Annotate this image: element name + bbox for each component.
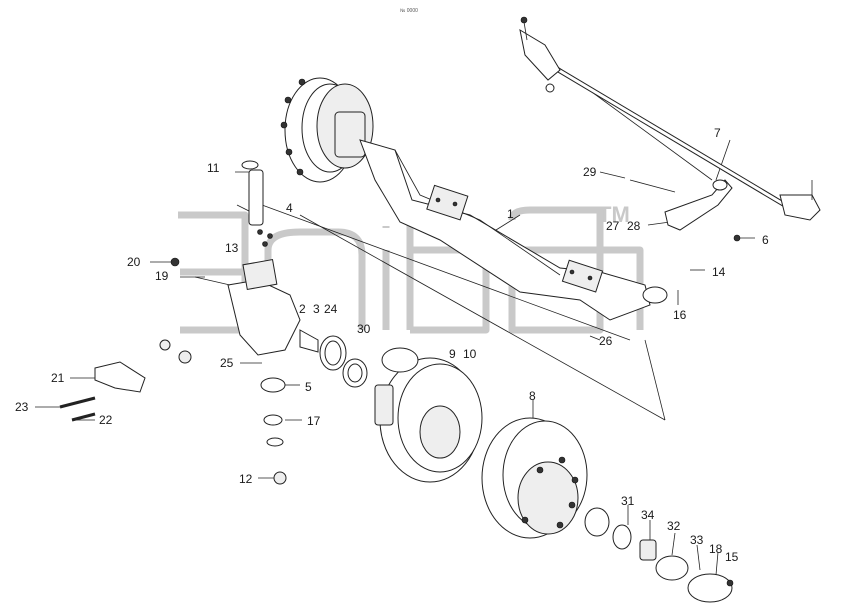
callout-6: 6 [762, 233, 769, 247]
callout-16: 16 [673, 308, 687, 322]
callout-11: 11 [207, 161, 220, 175]
callout-29: 29 [583, 165, 597, 179]
callout-27: 27 [606, 219, 620, 233]
callout-17: 17 [307, 414, 321, 428]
callout-33: 33 [690, 533, 704, 547]
callout-24: 24 [324, 302, 338, 316]
callout-26: 26 [599, 334, 613, 348]
callout-7: 7 [714, 126, 721, 140]
callout-14: 14 [712, 265, 726, 279]
callout-13: 13 [225, 241, 239, 255]
watermark-tm: TM [598, 202, 630, 227]
callout-31: 31 [621, 494, 635, 508]
callout-15: 15 [725, 550, 739, 564]
callout-12: 12 [239, 472, 253, 486]
hub-parts [584, 507, 734, 603]
callout-20: 20 [127, 255, 141, 269]
callout-32: 32 [667, 519, 681, 533]
axle-beam [359, 139, 668, 321]
callout-25: 25 [220, 356, 234, 370]
washers [260, 377, 287, 485]
brake-backing-plate [374, 347, 483, 483]
knuckle-assembly [170, 160, 319, 356]
callout-28: 28 [627, 219, 641, 233]
callout-3: 3 [313, 302, 320, 316]
callout-23: 23 [15, 400, 29, 414]
brake-drum [481, 417, 588, 539]
callout-1: 1 [507, 207, 514, 221]
left-brake-drum [280, 77, 374, 183]
steering-arm [629, 179, 741, 242]
leader-lines [35, 64, 755, 576]
tie-rod [519, 16, 821, 221]
callout-34: 34 [641, 508, 655, 522]
callout-5: 5 [305, 380, 312, 394]
callout-9: 9 [449, 347, 456, 361]
callout-labels: 1 2 3 4 5 6 7 8 9 10 11 12 13 14 15 16 1… [15, 126, 769, 564]
callout-8: 8 [529, 389, 536, 403]
callout-21: 21 [51, 371, 65, 385]
callout-19: 19 [155, 269, 169, 283]
callout-10: 10 [463, 347, 477, 361]
callout-4: 4 [286, 201, 293, 215]
callout-30: 30 [357, 322, 371, 336]
header-code: № 0000 [400, 8, 418, 14]
steering-lever [59, 339, 192, 422]
callout-22: 22 [99, 413, 113, 427]
callout-18: 18 [709, 542, 723, 556]
seals [319, 335, 368, 388]
callout-2: 2 [299, 302, 306, 316]
